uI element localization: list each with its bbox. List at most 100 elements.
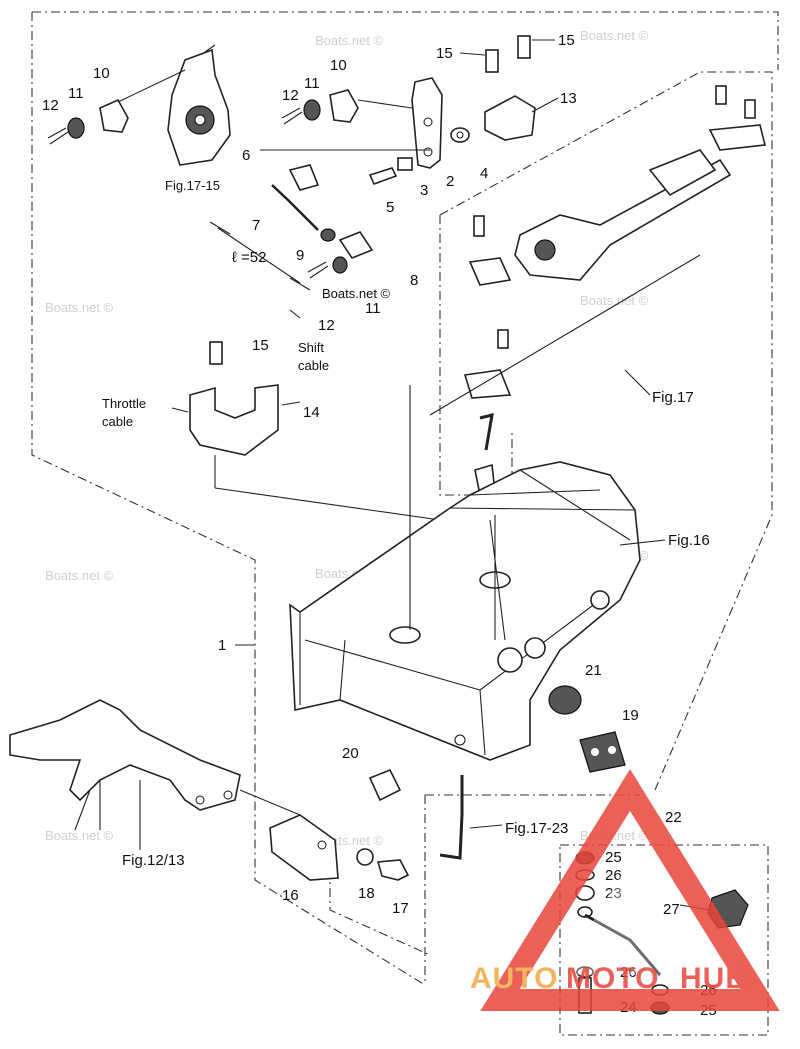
logo-text-hub: HUB — [680, 962, 748, 995]
bolt-15-a — [485, 49, 499, 73]
rod-length-annotation: ℓ =52 — [232, 249, 266, 266]
bottom-cowl — [289, 385, 641, 761]
grommet-20 — [368, 768, 402, 802]
part-number-label: 21 — [585, 662, 602, 679]
bolt-fig17-c — [473, 215, 485, 237]
screw-5 — [368, 167, 398, 186]
part-number-label: 17 — [392, 900, 409, 917]
part-number-label: 15 — [252, 337, 269, 354]
bolt-15-b — [517, 35, 531, 59]
washer-11-left — [67, 117, 85, 139]
fig-ref-17: Fig.17 — [652, 389, 694, 406]
throttle-cable-label: cable — [102, 414, 133, 429]
part-number-label: 13 — [560, 90, 577, 107]
throttle-cable-label: Throttle — [102, 396, 146, 411]
nut-9 — [320, 228, 336, 242]
part-number-label: 2 — [446, 173, 454, 190]
figure-references: Fig.17-15 Fig.17 Fig.16 Fig.12/13 Fig.17… — [102, 178, 710, 869]
pin-12-center — [281, 107, 303, 125]
shift-cable-label: cable — [298, 358, 329, 373]
part-number-label: 18 — [358, 885, 375, 902]
automotohub-logo: AUTO MOTO HUB — [470, 769, 780, 1011]
fig-ref-12-13: Fig.12/13 — [122, 852, 185, 869]
bolt-fig17-a — [715, 85, 727, 105]
bolt-15-bracket — [209, 341, 223, 365]
joint-8 — [338, 231, 374, 259]
group-boundary-kit22 — [424, 794, 769, 1036]
bracket-16-group — [269, 814, 410, 881]
shift-cable-label: Shift — [298, 340, 324, 355]
collar-3 — [397, 157, 413, 171]
part-number-label: 10 — [93, 65, 110, 82]
logo-text-moto: MOTO — [566, 962, 659, 995]
washer-18 — [356, 848, 374, 866]
part-labels: 10 11 12 10 11 12 15 15 13 6 3 2 4 5 7 9… — [42, 32, 717, 1019]
bolt-fig17-b — [744, 99, 756, 119]
fig-ref-17-23: Fig.17-23 — [505, 820, 568, 837]
lever-assembly — [281, 35, 536, 186]
throttle-cam-assembly — [47, 44, 231, 166]
washer-26-lower — [576, 966, 594, 978]
watermark: Boats.net © — [580, 293, 649, 308]
part-number-label: 11 — [68, 85, 84, 102]
plug-21 — [548, 685, 582, 715]
bracket-fig17-mid — [468, 257, 512, 286]
joint-10-left — [99, 98, 129, 133]
part-number-label: 12 — [282, 87, 299, 104]
part-number-label: 9 — [296, 247, 304, 264]
pin-12-left — [47, 127, 69, 145]
washer-11-lower — [332, 256, 348, 274]
bracket-16 — [269, 814, 339, 881]
part-number-label: 10 — [330, 57, 347, 74]
part-number-label: 15 — [558, 32, 575, 49]
part-number-label: 20 — [342, 745, 359, 762]
part-number-label: 14 — [303, 404, 320, 421]
watermark: Boats.net © — [45, 828, 114, 843]
part-number-label: 26 — [605, 867, 622, 884]
part-number-label: 22 — [665, 809, 682, 826]
part-number-label: 11 — [365, 300, 381, 317]
bolt-17 — [376, 859, 410, 881]
steering-bracket — [9, 699, 301, 850]
part-number-label: 1 — [218, 637, 226, 654]
rod-fig17-23 — [439, 775, 464, 860]
small-parts-lower — [368, 685, 626, 802]
part-number-label: 12 — [318, 317, 335, 334]
watermark: Boats.net © — [315, 33, 384, 48]
part-number-label: 3 — [420, 182, 428, 199]
bracket-fig17-top — [708, 124, 766, 151]
part-number-label: 19 — [622, 707, 639, 724]
part-number-label: 16 — [282, 887, 299, 904]
part-number-label: 25 — [605, 849, 622, 866]
cable-bracket-14 — [171, 341, 441, 521]
watermark: Boats.net © — [580, 28, 649, 43]
bracket-fig17-low — [463, 369, 512, 399]
seal-19 — [579, 731, 626, 773]
part-number-label: 23 — [605, 885, 622, 902]
washer-11-center — [303, 99, 321, 121]
watermark: Boats.net © — [45, 300, 114, 315]
fig-ref-16: Fig.16 — [668, 532, 710, 549]
pin-12-lower — [307, 261, 329, 279]
group-boundary-main — [31, 11, 779, 986]
group-boundary-fig17 — [439, 71, 773, 791]
plate-13 — [484, 95, 536, 141]
part-number-label: 6 — [242, 147, 250, 164]
part-number-label: 27 — [663, 901, 680, 918]
fig-ref-17-15: Fig.17-15 — [165, 178, 220, 193]
logo-triangle-icon — [480, 769, 780, 1011]
logo-text-auto: AUTO — [470, 962, 558, 995]
logo-triangle-inner — [560, 860, 700, 975]
part-number-label: 12 — [42, 97, 59, 114]
watermark: Boats.net © — [45, 568, 114, 583]
part-number-label: 5 — [386, 199, 394, 216]
rod-7 — [209, 149, 430, 291]
bolt-fig17-d — [497, 329, 509, 349]
part-number-label: 8 — [410, 272, 418, 289]
part-number-label: 11 — [304, 75, 320, 92]
end-23 — [577, 906, 593, 918]
part-number-label: 4 — [480, 165, 488, 182]
clip-6 — [288, 164, 320, 191]
